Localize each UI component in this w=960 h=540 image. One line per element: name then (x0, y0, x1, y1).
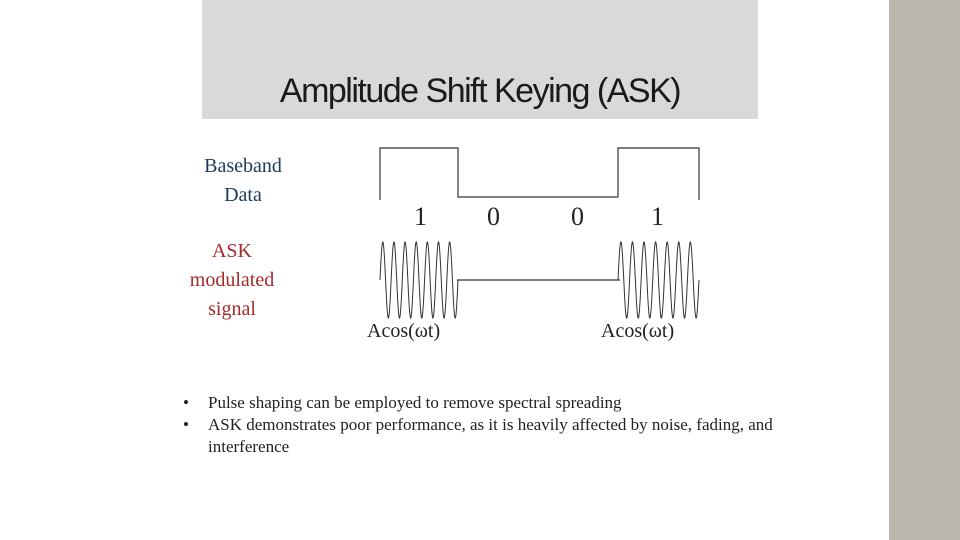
bit-label: 0 (571, 202, 584, 231)
ask-waveform (379, 241, 700, 319)
bit-label: 1 (651, 202, 664, 231)
baseband-data-label: Baseband Data (178, 152, 308, 210)
ask-label-line1: ASK (211, 240, 252, 262)
baseband-waveform (379, 147, 700, 200)
bullet-list: Pulse shaping can be employed to remove … (182, 392, 802, 458)
slide-title: Amplitude Shift Keying (ASK) (279, 72, 682, 110)
title-band (202, 0, 758, 119)
carrier-label: Acos(ωt) (601, 320, 675, 342)
carrier-label: Acos(ωt) (367, 320, 441, 342)
side-bar (889, 0, 960, 540)
bit-label: 0 (487, 202, 500, 231)
bit-label: 1 (414, 202, 427, 231)
baseband-label-line2: Data (224, 184, 262, 206)
ask-signal-label: ASK modulated signal (172, 237, 292, 324)
ask-label-line2: modulated (189, 269, 275, 291)
baseband-label-line1: Baseband (204, 155, 282, 177)
bullet-item: Pulse shaping can be employed to remove … (182, 392, 802, 414)
bullet-item: ASK demonstrates poor performance, as it… (182, 414, 802, 458)
ask-label-line3: signal (208, 298, 256, 320)
